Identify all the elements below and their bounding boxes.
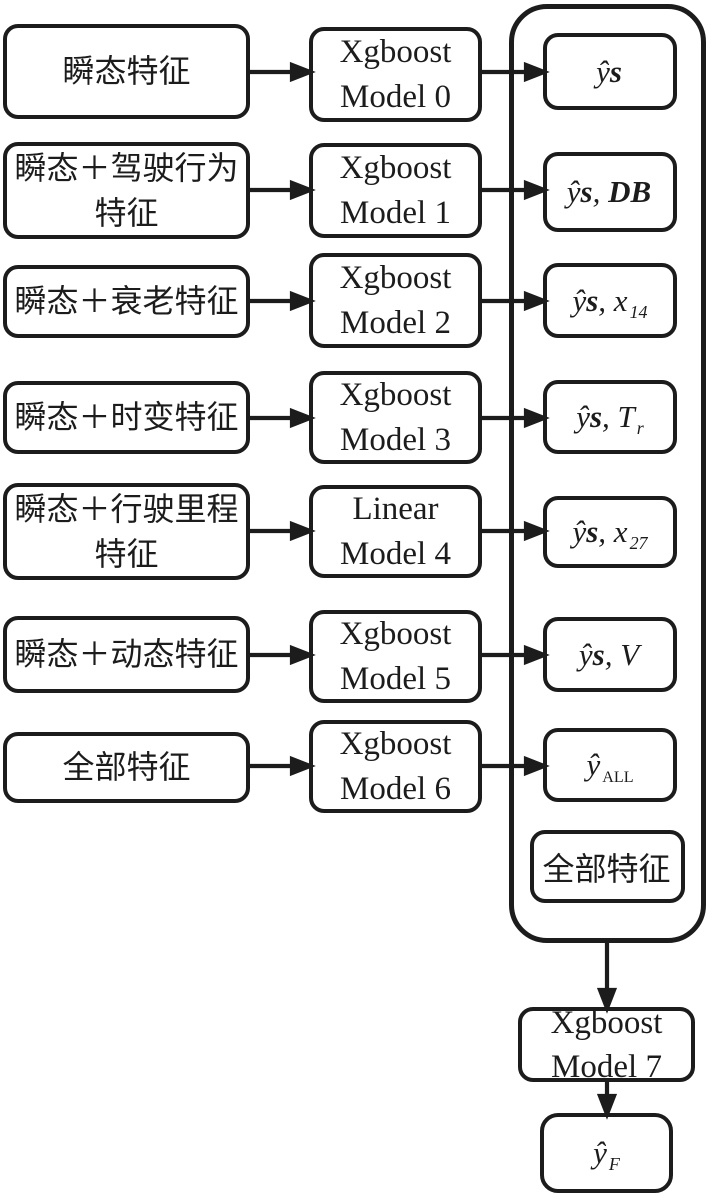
arrow-input3-model3 [250, 407, 316, 429]
ensemble-input-group-frame [509, 4, 706, 943]
input-box-transient-time-varying: 瞬态＋时变特征 [3, 381, 250, 454]
input-box-all-features: 全部特征 [3, 732, 250, 803]
input-box-transient-dynamic: 瞬态＋动态特征 [3, 616, 250, 693]
input-label: 全部特征 [62, 749, 191, 785]
arrow-input0-model0 [250, 61, 316, 83]
output-label: ŷs, DB [566, 174, 652, 209]
arrow-input6-model6 [250, 755, 316, 777]
input-label: 瞬态＋动态特征 [14, 636, 239, 672]
output-box-ys: ŷs [543, 33, 677, 110]
arrow-input1-model1 [250, 179, 316, 201]
input-label: 瞬态特征 [62, 53, 191, 89]
arrow-input5-model5 [250, 644, 316, 666]
input-label: 瞬态＋衰老特征 [14, 283, 239, 319]
output-label: ŷs [596, 53, 622, 89]
output-box-ys-v: ŷs, V [543, 617, 677, 692]
output-label: ŷs, V [578, 636, 640, 672]
arrow-input2-model2 [250, 290, 316, 312]
arrow-input4-model4 [250, 520, 316, 542]
input-label: 瞬态＋时变特征 [14, 399, 239, 435]
output-label: 全部特征 [542, 850, 671, 887]
input-label: 瞬态＋驾驶行为特征 [14, 149, 239, 231]
output-box-ys-db: ŷs, DB [543, 152, 677, 232]
input-box-transient-aging: 瞬态＋衰老特征 [3, 265, 250, 338]
arrow-group-model7 [596, 941, 618, 1014]
output-box-all-features: 全部特征 [530, 830, 685, 903]
input-box-transient-driving-behavior: 瞬态＋驾驶行为特征 [3, 142, 250, 239]
input-box-transient: 瞬态特征 [3, 24, 250, 119]
input-box-transient-mileage: 瞬态＋行驶里程特征 [3, 483, 250, 580]
input-label: 瞬态＋行驶里程特征 [14, 490, 239, 572]
